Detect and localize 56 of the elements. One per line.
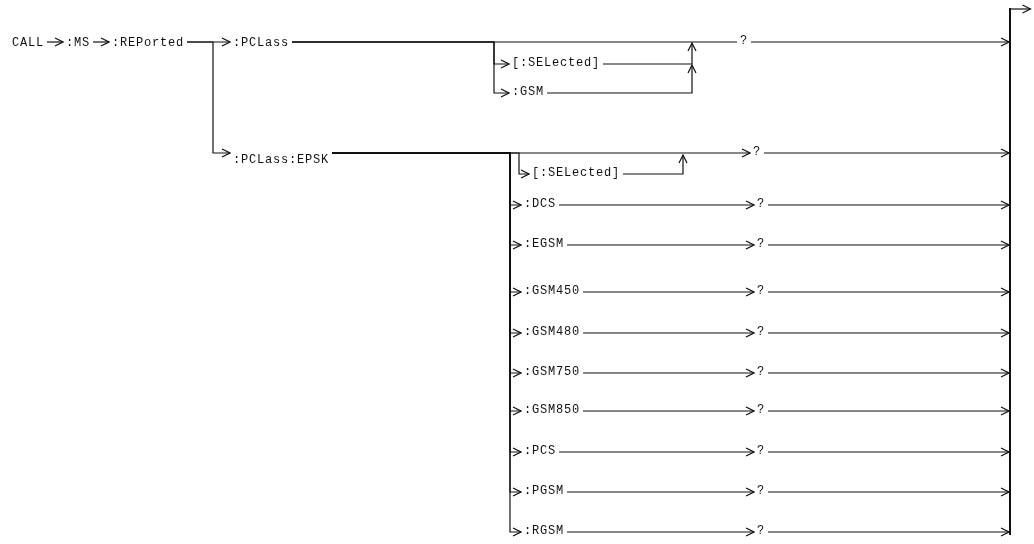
syntax-keyword: :GSM850: [524, 401, 580, 419]
arrow: [1009, 4, 1032, 14]
syntax-keyword: :GSM: [512, 83, 544, 101]
arrow: [582, 328, 755, 338]
arrow: [763, 148, 1010, 158]
syntax-keyword: :GSM480: [524, 323, 580, 341]
syntax-keyword: :PCLass: [233, 34, 289, 52]
arrow: [767, 368, 1010, 378]
syntax-keyword: ?: [757, 282, 765, 300]
arrow: [566, 527, 755, 537]
syntax-keyword: :REPorted: [112, 34, 184, 52]
syntax-keyword: ?: [757, 323, 765, 341]
syntax-keyword: :PCLass:EPSK: [233, 151, 329, 169]
arrow: [582, 368, 755, 378]
arrow: [622, 154, 688, 175]
syntax-keyword: :PGSM: [524, 482, 564, 500]
arrow: [582, 406, 755, 416]
arrow: [602, 42, 697, 65]
arrow: [46, 37, 64, 47]
arrow: [566, 240, 755, 250]
syntax-keyword: :RGSM: [524, 522, 564, 540]
arrow: [582, 287, 755, 297]
arrow: [186, 41, 231, 158]
syntax-keyword: :DCS: [524, 195, 556, 213]
arrow: [767, 527, 1010, 537]
syntax-keyword: ?: [757, 195, 765, 213]
syntax-keyword: ?: [757, 363, 765, 381]
arrow: [750, 37, 1010, 47]
syntax-keyword: ?: [757, 401, 765, 419]
syntax-keyword: [:SELected]: [512, 54, 600, 72]
syntax-keyword: ?: [740, 32, 748, 50]
syntax-keyword: :MS: [66, 34, 90, 52]
syntax-keyword: :GSM450: [524, 282, 580, 300]
arrow: [767, 328, 1010, 338]
arrow: [767, 406, 1010, 416]
syntax-keyword: :EGSM: [524, 235, 564, 253]
arrow: [558, 200, 755, 210]
arrow: [767, 447, 1010, 457]
arrow: [767, 287, 1010, 297]
arrow: [558, 447, 755, 457]
arrow: [566, 487, 755, 497]
arrow: [767, 240, 1010, 250]
syntax-keyword: CALL: [12, 34, 44, 52]
syntax-keyword: ?: [757, 235, 765, 253]
syntax-keyword: ?: [757, 522, 765, 540]
arrow: [767, 200, 1010, 210]
syntax-keyword: :PCS: [524, 442, 556, 460]
syntax-keyword: :GSM750: [524, 363, 580, 381]
arrow: [546, 64, 697, 94]
syntax-keyword: ?: [757, 442, 765, 460]
arrow: [291, 41, 510, 98]
syntax-keyword: ?: [753, 143, 761, 161]
arrow: [767, 487, 1010, 497]
syntax-keyword: [:SELected]: [532, 164, 620, 182]
syntax-keyword: ?: [757, 482, 765, 500]
arrow: [92, 37, 110, 47]
